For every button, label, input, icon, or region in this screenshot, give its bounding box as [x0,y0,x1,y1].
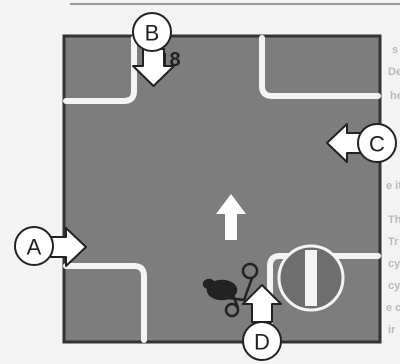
label-b: B [145,21,160,46]
label-d: D [254,330,270,355]
label-a: A [27,235,42,260]
no-entry-sign-icon [279,246,343,310]
label-c: C [369,132,385,157]
